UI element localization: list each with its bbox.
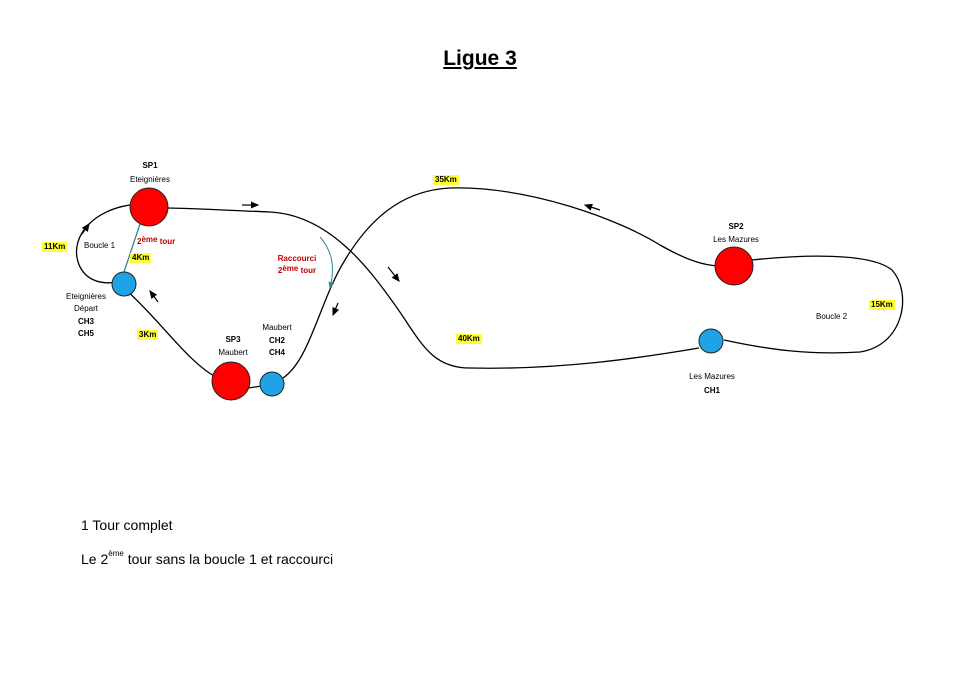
sp3-code: SP3 — [225, 335, 241, 344]
depart-ch-b: CH5 — [77, 329, 94, 338]
sp2-marker — [714, 246, 754, 286]
maubert-ch-label: Maubert CH2 CH4 — [256, 323, 298, 358]
depart-role: Départ — [73, 304, 98, 313]
mazures-ch-label: Les Mazures CH1 — [684, 372, 740, 396]
second-tour-label: 2ème tour — [137, 235, 176, 247]
route-depart-sp3 — [125, 289, 219, 379]
second-tour-line — [123, 223, 141, 273]
route-ch-sp2 — [282, 187, 719, 379]
direction-arrow — [387, 266, 400, 282]
second-tour-prefix: 2 — [137, 237, 142, 246]
sp2-label: SP2 Les Mazures — [708, 222, 764, 245]
boucle-2-label: Boucle 2 — [816, 312, 848, 321]
route-boucle-2 — [723, 255, 904, 354]
sp3-name: Maubert — [218, 348, 248, 357]
note-line-2: Le 2ème tour sans la boucle 1 et raccour… — [81, 549, 334, 567]
depart-marker — [111, 271, 137, 297]
note-line-1: 1 Tour complet — [81, 517, 173, 533]
distance-15km: 15Km — [869, 300, 895, 310]
maubert-ch-marker — [259, 371, 285, 397]
maubert-ch-b: CH4 — [268, 348, 285, 357]
direction-arrow — [332, 302, 340, 317]
direction-arrow — [583, 203, 601, 211]
distance-4km: 4Km — [130, 253, 152, 263]
maubert-ch-a: CH2 — [268, 336, 285, 345]
distance-40km: 40Km — [456, 334, 482, 344]
raccourci-word: tour — [300, 266, 317, 275]
raccourci-arrow — [319, 236, 335, 289]
maubert-ch-name: Maubert — [262, 323, 292, 332]
note-line-2-sup: ème — [108, 549, 124, 558]
depart-ch-a: CH3 — [77, 317, 94, 326]
boucle-1-label: Boucle 1 — [84, 241, 116, 250]
raccourci-text: Raccourci — [277, 254, 317, 263]
distance-3km: 3Km — [137, 330, 159, 340]
mazures-ch-code: CH1 — [703, 386, 720, 395]
second-tour-sup: ème — [141, 235, 158, 244]
page-title: Ligue 3 — [443, 47, 517, 70]
route-boucle-1 — [75, 204, 131, 284]
raccourci-tour: 2ème tour — [272, 264, 322, 276]
raccourci-prefix: 2 — [277, 266, 283, 275]
distance-35km: 35Km — [433, 175, 459, 185]
sp1-label: SP1 Eteignières — [124, 161, 176, 185]
route-ch1-sp1 — [166, 207, 700, 369]
raccourci-label: Raccourci 2ème tour — [272, 254, 322, 276]
route-sp3-ch — [247, 385, 263, 389]
sp1-marker — [129, 187, 169, 227]
mazures-ch-marker — [698, 328, 724, 354]
depart-name: Eteignières — [65, 292, 107, 301]
sp2-code: SP2 — [728, 222, 744, 231]
direction-arrow — [149, 290, 159, 303]
mazures-ch-name: Les Mazures — [689, 372, 735, 381]
sp3-marker — [211, 361, 251, 401]
sp2-name: Les Mazures — [713, 235, 759, 244]
note-line-2-prefix: Le 2 — [81, 551, 109, 567]
distance-11km: 11Km — [42, 242, 68, 252]
direction-arrow — [81, 223, 90, 235]
sp1-code: SP1 — [142, 161, 158, 170]
depart-label: Eteignières Départ CH3 CH5 — [58, 292, 114, 339]
raccourci-sup: ème — [282, 264, 299, 273]
sp3-label: SP3 Maubert — [210, 335, 256, 358]
second-tour-word: tour — [159, 237, 176, 246]
sp1-name: Eteignières — [129, 175, 171, 184]
note-line-2-rest: tour sans la boucle 1 et raccourci — [123, 551, 334, 567]
